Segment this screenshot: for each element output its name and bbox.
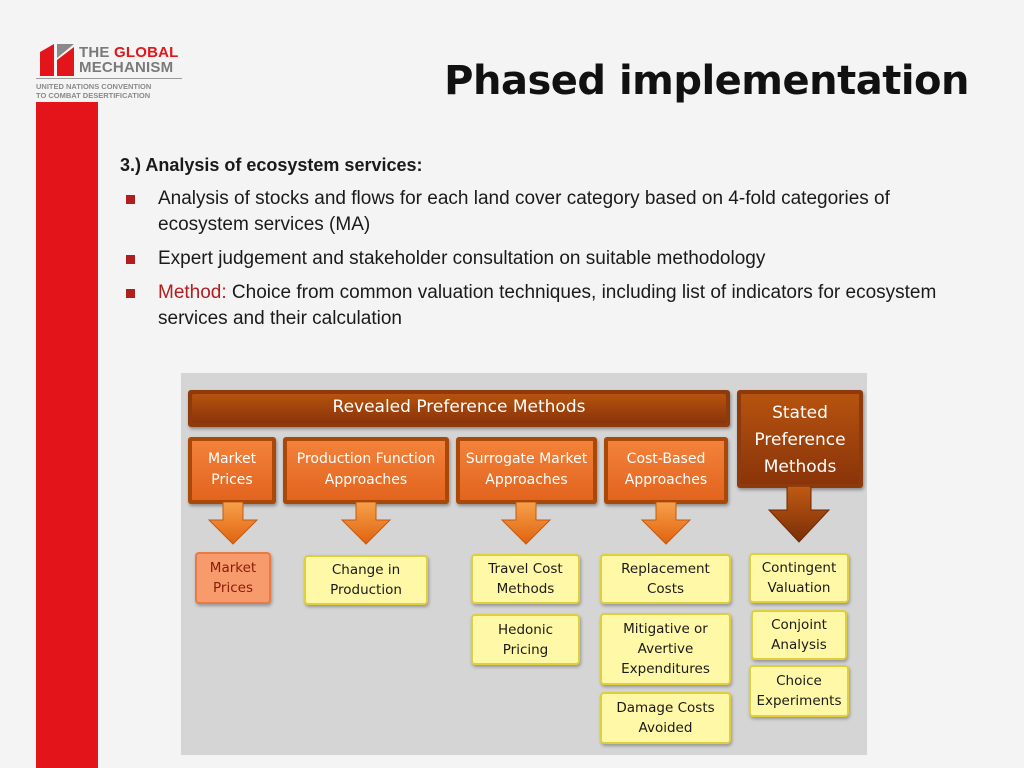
slide-title: Phased implementation [444,58,969,104]
bullet-square-icon [126,255,135,264]
arrow-down-icon [500,502,552,545]
logo-text-the-global: THE GLOBAL [79,44,179,61]
logo-text-convention: UNITED NATIONS CONVENTION [36,82,152,91]
revealed-preference-header: Revealed Preference Methods [188,390,730,427]
section-heading: 3.) Analysis of ecosystem services: [120,155,423,175]
logo-text-mechanism: MECHANISM [79,59,174,76]
bullet-item: Expert judgement and stakeholder consult… [120,246,960,272]
stated-preference-header: Stated Preference Methods [737,390,863,488]
logo-mark-icon [40,44,74,76]
red-accent-bar [36,102,98,768]
global-mechanism-logo: THE GLOBAL MECHANISM UNITED NATIONS CONV… [36,42,196,102]
logo-divider [36,78,182,79]
bullet-item: Method: Choice from common valuation tec… [120,280,960,332]
arrow-down-icon [640,502,692,545]
arrow-down-icon [340,502,392,545]
arrow-down-icon [207,502,259,545]
method-label: Method: [158,282,227,303]
bullet-square-icon [126,289,135,298]
bullet-list: Analysis of stocks and flows for each la… [120,186,960,340]
bullet-square-icon [126,195,135,204]
bullet-item: Analysis of stocks and flows for each la… [120,186,960,238]
arrow-down-icon [767,486,831,543]
logo-text-desertification: TO COMBAT DESERTIFICATION [36,91,151,100]
